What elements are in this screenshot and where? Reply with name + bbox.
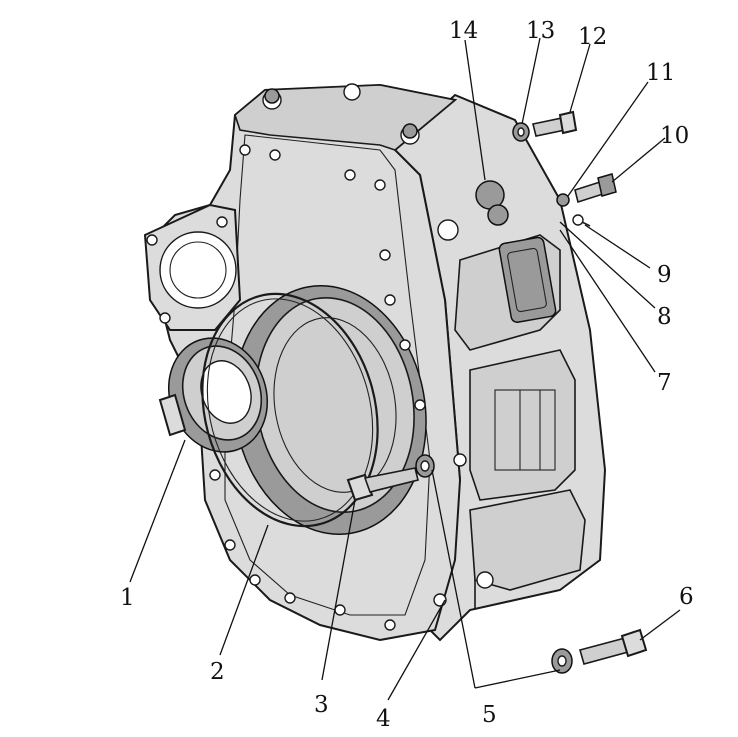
callout-4: 4 — [376, 706, 391, 732]
bolt-part-12 — [512, 110, 578, 142]
o-ring-part-2 — [201, 292, 379, 528]
callout-6: 6 — [679, 584, 694, 610]
washer-part-5a — [415, 454, 435, 478]
callout-labels: 1 2 3 4 5 6 7 8 9 10 11 12 13 14 — [120, 18, 694, 732]
bolt-part-6 — [551, 628, 648, 674]
bolt-part-10 — [556, 173, 617, 227]
callout-3: 3 — [314, 692, 329, 718]
callout-13: 13 — [526, 18, 555, 44]
oil-seal-part-1 — [158, 337, 269, 453]
callout-9: 9 — [657, 262, 672, 288]
callout-5: 5 — [482, 702, 497, 728]
leader-lines — [129, 37, 681, 701]
callout-7: 7 — [657, 370, 672, 396]
housing — [143, 83, 607, 642]
callout-11: 11 — [646, 60, 675, 86]
callout-14: 14 — [449, 18, 478, 44]
bolt-part-3 — [346, 467, 419, 502]
callout-12: 12 — [578, 24, 607, 50]
callout-8: 8 — [657, 304, 672, 330]
callout-2: 2 — [210, 659, 225, 685]
callout-10: 10 — [660, 123, 689, 149]
callout-1: 1 — [120, 585, 135, 611]
